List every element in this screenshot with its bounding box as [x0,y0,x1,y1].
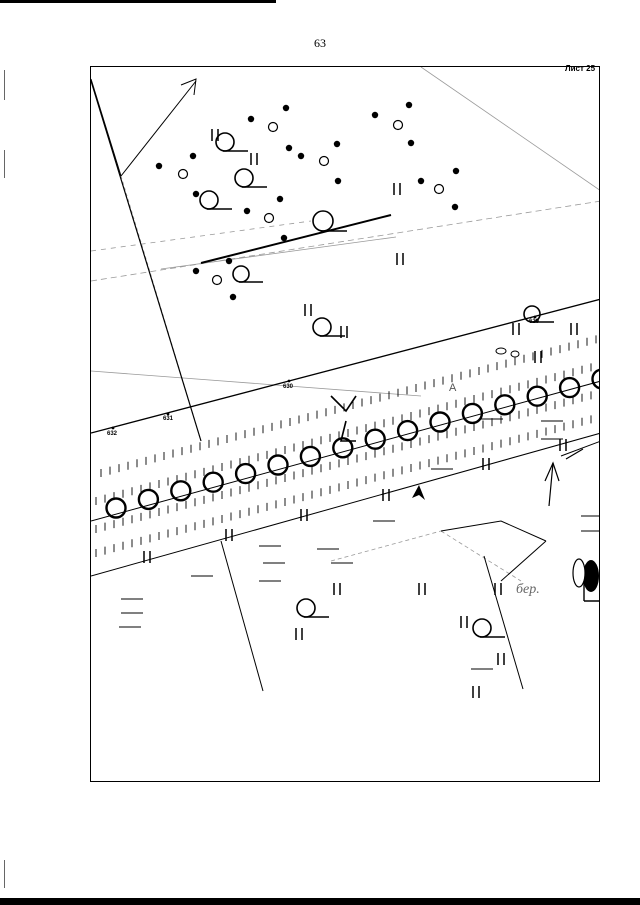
dot [189,152,197,160]
triangle-symbol [412,485,425,500]
dot [407,139,415,147]
chain-circle [332,437,354,459]
hollow-circle [211,274,223,286]
dot [417,177,425,185]
km-marker: 632 [107,431,118,437]
chain-circle [429,411,451,433]
chain-circle [202,471,224,493]
chain-circle [526,385,548,407]
bush-circle [472,618,492,638]
chain-circle [234,462,257,485]
bush-symbols [199,132,554,638]
arrow-line [120,80,197,177]
hollow-circle [263,212,275,224]
km-marker: 630 [283,384,294,390]
map-sheet: 632 631 630 629 A бер. [90,66,600,782]
bush-circle [312,317,332,337]
sheet-label: Лист 25 [565,64,596,73]
chain-circle [137,488,160,511]
dot [297,152,305,160]
dot [243,207,251,215]
grass-symbols [143,129,578,698]
km-posts [111,315,537,430]
road-edge [220,540,264,692]
bush-circle [296,598,316,618]
faint-linework [91,67,599,582]
hollow-circle [433,183,445,195]
km-markers: 632 631 630 629 [107,319,540,437]
topographic-map: 632 631 630 629 A бер. [91,67,599,698]
dot [192,267,200,275]
margin-mark [4,70,5,100]
chain-circle [105,497,127,519]
bush-circle [199,190,219,210]
chain-circle [267,454,289,476]
margin-mark [4,150,5,178]
chain-circle [558,376,581,399]
km-marker: 629 [529,319,540,325]
margin-mark [4,860,5,888]
arrow-head [180,78,197,96]
hollow-circle [267,121,279,133]
dot [451,203,459,211]
dot [276,195,284,203]
chain-circle [299,445,322,468]
chain-circle [591,368,599,390]
small-ovals [495,347,520,358]
page-number: 63 [314,36,326,50]
chain-circle [461,402,484,425]
track-ticks [95,335,597,557]
symbol-chain [105,368,599,519]
bottom-rule [0,898,640,905]
dot [405,101,413,109]
marsh-symbols [119,418,599,670]
boundary-line [91,80,202,442]
kilometer-line [91,298,599,434]
annotation-text: бер. [516,582,540,597]
dot [247,115,255,123]
tree-symbol [572,558,599,592]
dot [334,177,342,185]
thick-segment [200,214,392,264]
dot [452,167,460,175]
chain-circle [494,394,516,416]
dot [192,190,200,198]
dot [285,144,293,152]
dot [282,104,290,112]
dot [371,111,379,119]
km-marker: 631 [163,416,174,422]
dot [225,257,233,265]
point-symbols [155,101,460,301]
bush-circle [312,210,334,232]
dot [229,293,237,301]
hollow-circle [177,168,189,180]
symbol-letter: A [449,382,457,394]
main-linework [91,78,599,692]
hollow-circle [392,119,404,131]
dot [333,140,341,148]
dot [155,162,163,170]
chain-circle [364,428,386,450]
chain-circle [396,419,419,442]
dot [280,234,288,242]
hollow-circle [318,155,330,167]
bush-circle [232,265,250,283]
bush-circle [234,168,254,188]
top-rule [0,0,276,3]
chain-circle [170,480,192,502]
